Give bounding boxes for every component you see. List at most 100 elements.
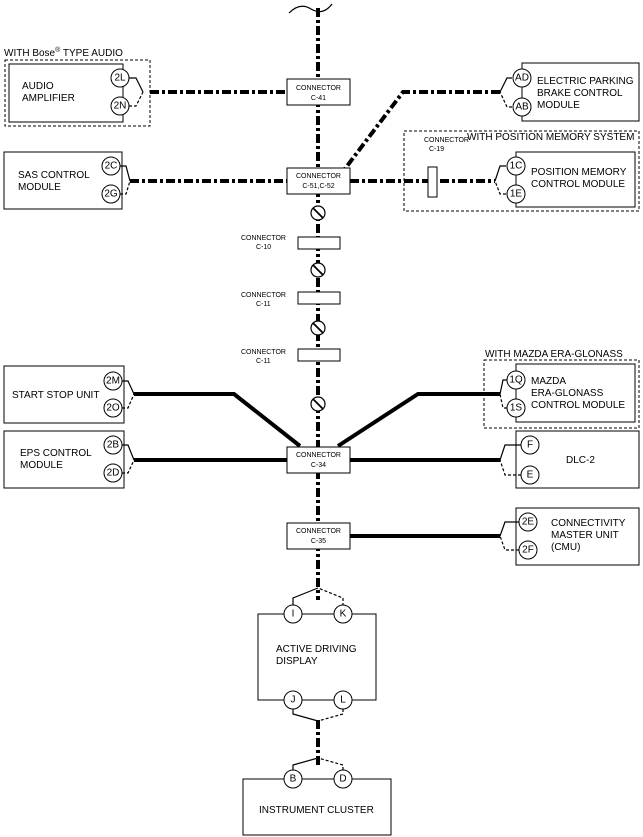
era-glonass-module-label: MAZDA bbox=[531, 376, 566, 387]
svg-text:E: E bbox=[527, 470, 534, 481]
prohibited-icon bbox=[310, 262, 326, 278]
active-driving-display-label: DISPLAY bbox=[276, 656, 318, 667]
pin-1q: 1Q bbox=[506, 370, 526, 390]
pin-2m: 2M bbox=[103, 371, 123, 391]
cmu-label: CONNECTIVITY bbox=[551, 518, 626, 529]
connector-c11-a: CONNECTOR C-11 bbox=[241, 291, 341, 308]
pair-line bbox=[317, 709, 344, 722]
pair-line bbox=[499, 521, 519, 537]
svg-text:C-10: C-10 bbox=[256, 244, 271, 251]
cmu-label: (CMU) bbox=[551, 542, 580, 553]
svg-text:1C: 1C bbox=[510, 161, 523, 172]
pair-line bbox=[120, 180, 131, 195]
connector-c35: CONNECTOR C-35 bbox=[286, 522, 351, 550]
pin-2b: 2B bbox=[103, 435, 123, 455]
pin-2d: 2D bbox=[103, 463, 123, 483]
pair-line bbox=[499, 379, 507, 395]
svg-text:2G: 2G bbox=[104, 189, 118, 200]
position-memory-module-label: CONTROL MODULE bbox=[531, 179, 625, 190]
epb-module-label: BRAKE CONTROL bbox=[537, 88, 623, 99]
svg-text:2L: 2L bbox=[114, 73, 126, 84]
era-glonass-module-label: CONTROL MODULE bbox=[531, 400, 625, 411]
bose-audio-group-label: WITH Bose® TYPE AUDIO bbox=[4, 46, 123, 59]
prohibited-icon bbox=[310, 396, 326, 412]
svg-text:C-19: C-19 bbox=[429, 146, 444, 153]
connector-c51-c52: CONNECTOR C-51,C-52 bbox=[286, 167, 351, 195]
svg-text:AB: AB bbox=[515, 102, 529, 113]
pair-line bbox=[494, 165, 506, 182]
pair-line bbox=[122, 380, 135, 395]
cmu-label: MASTER UNIT bbox=[551, 530, 619, 541]
pin-2g: 2G bbox=[101, 184, 121, 204]
svg-text:2C: 2C bbox=[105, 161, 118, 172]
pair-line bbox=[120, 165, 131, 182]
pair-line bbox=[129, 91, 144, 107]
pin-b: B bbox=[283, 769, 303, 789]
connector-c34: CONNECTOR C-34 bbox=[286, 446, 351, 474]
pair-line bbox=[317, 757, 344, 770]
svg-text:B: B bbox=[290, 774, 297, 785]
start-stop-unit-label: START STOP UNIT bbox=[12, 390, 99, 401]
svg-text:C-11: C-11 bbox=[256, 301, 271, 308]
era-glonass-group bbox=[483, 359, 640, 429]
eps-module-label: MODULE bbox=[20, 460, 63, 471]
svg-text:2D: 2D bbox=[107, 468, 120, 479]
sas-module-label: MODULE bbox=[18, 182, 61, 193]
pin-j: J bbox=[283, 690, 303, 710]
position-memory-module-box bbox=[515, 151, 636, 208]
svg-text:1S: 1S bbox=[510, 403, 523, 414]
wire-epb bbox=[336, 90, 500, 180]
active-driving-display-label: ACTIVE DRIVING bbox=[276, 644, 357, 655]
sas-module-box bbox=[3, 151, 123, 210]
svg-text:CONNECTOR: CONNECTOR bbox=[296, 173, 341, 180]
svg-text:CONNECTOR: CONNECTOR bbox=[296, 452, 341, 459]
svg-text:CONNECTOR: CONNECTOR bbox=[241, 292, 286, 299]
pair-line bbox=[122, 459, 135, 474]
instrument-cluster-label: INSTRUMENT CLUSTER bbox=[259, 805, 374, 816]
pin-d: D bbox=[333, 769, 353, 789]
active-driving-display-box bbox=[257, 613, 377, 701]
svg-text:C-51,C-52: C-51,C-52 bbox=[302, 183, 334, 190]
svg-text:2M: 2M bbox=[106, 376, 120, 387]
pin-2e: 2E bbox=[518, 512, 538, 532]
epb-module-label: MODULE bbox=[537, 100, 580, 111]
pin-k: K bbox=[333, 604, 353, 624]
svg-text:F: F bbox=[527, 440, 533, 451]
svg-text:1Q: 1Q bbox=[509, 375, 523, 386]
svg-text:C-41: C-41 bbox=[311, 95, 326, 102]
svg-text:1E: 1E bbox=[510, 189, 523, 200]
era-glonass-module-label: ERA-GLONASS bbox=[531, 388, 604, 399]
pair-line bbox=[494, 180, 506, 195]
pin-ad: AD bbox=[512, 68, 532, 88]
era-glonass-module-box bbox=[515, 363, 636, 423]
svg-text:CONNECTOR: CONNECTOR bbox=[241, 349, 286, 356]
cmu-box bbox=[515, 507, 640, 566]
pair-line bbox=[292, 757, 319, 770]
sas-module-label: SAS CONTROL bbox=[18, 170, 90, 181]
connector-c11-b: CONNECTOR C-11 bbox=[241, 348, 341, 365]
wire-start-stop bbox=[134, 392, 302, 448]
pair-line bbox=[122, 444, 135, 461]
svg-text:L: L bbox=[340, 695, 346, 706]
svg-text:CONNECTOR: CONNECTOR bbox=[296, 528, 341, 535]
svg-text:2E: 2E bbox=[522, 517, 535, 528]
pin-e: E bbox=[520, 465, 540, 485]
svg-text:D: D bbox=[339, 774, 346, 785]
svg-text:2B: 2B bbox=[107, 440, 120, 451]
pin-2n: 2N bbox=[110, 96, 130, 116]
pair-line bbox=[122, 393, 135, 409]
eps-module-label: EPS CONTROL bbox=[20, 448, 92, 459]
pin-l: L bbox=[333, 690, 353, 710]
epb-module-box bbox=[521, 62, 640, 122]
svg-text:C-34: C-34 bbox=[311, 462, 326, 469]
pin-f: F bbox=[520, 435, 540, 455]
svg-text:K: K bbox=[340, 609, 347, 620]
dlc2-label: DLC-2 bbox=[566, 455, 595, 466]
pair-line bbox=[499, 77, 512, 93]
svg-text:J: J bbox=[291, 695, 296, 706]
position-memory-module-label: POSITION MEMORY bbox=[531, 167, 627, 178]
pair-line bbox=[499, 444, 521, 461]
pin-i: I bbox=[283, 604, 303, 624]
svg-text:2F: 2F bbox=[522, 545, 534, 556]
